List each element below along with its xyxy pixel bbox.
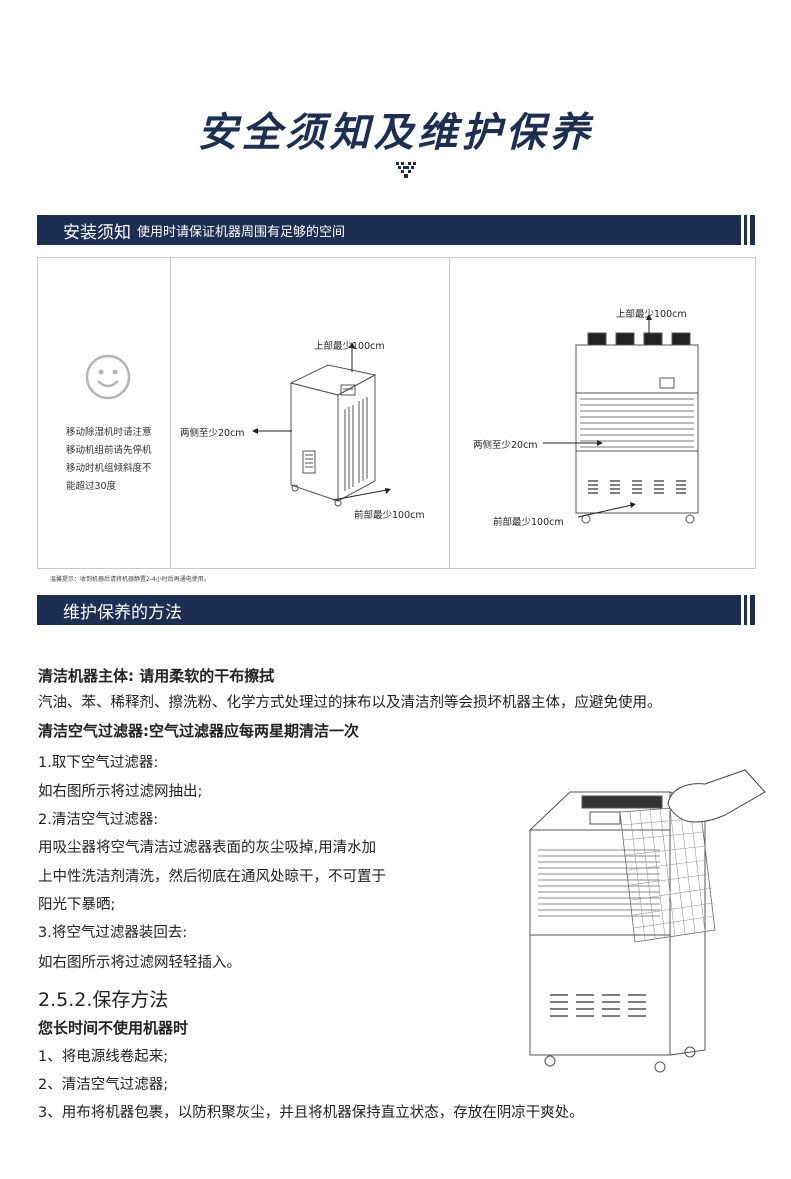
step-1-desc: 如右图所示将过滤网抽出;: [38, 784, 203, 800]
arrow-up-icon: [646, 314, 652, 336]
industrial-dehumidifier-illustration: [575, 332, 699, 524]
step-2-desc-line-2: 上中性洗洁剂清洗，然后彻底在通风处晾干，不可置于: [38, 869, 386, 885]
down-chevron-mark-icon: [396, 162, 416, 178]
step-1-title: 1.取下空气过滤器:: [38, 755, 159, 771]
step-3-title: 3.将空气过滤器装回去:: [38, 925, 188, 941]
clean-body-warning: 汽油、苯、稀释剂、擦洗粉、化学方式处理过的抹布以及清洁剂等会损坏机器主体，应避免…: [38, 695, 662, 711]
arrow-up-icon: [349, 342, 355, 372]
storage-heading: 2.5.2.保存方法: [38, 989, 169, 1011]
install-section-header: 安装须知 使用时请保证机器周围有足够的空间: [37, 215, 755, 245]
move-note-line-4: 能超过30度: [66, 481, 117, 492]
clean-filter-heading: 清洁空气过滤器:空气过滤器应每两星期清洁一次: [38, 722, 360, 740]
storage-step-1: 1、将电源线卷起来;: [38, 1049, 169, 1065]
install-section-title: 安装须知: [63, 222, 131, 243]
maintenance-section-header: 维护保养的方法: [37, 595, 755, 625]
bar-stripes: [739, 215, 755, 245]
move-note-line-2: 移动机组前请先停机: [66, 445, 152, 456]
move-note-line-3: 移动时机组倾斜度不: [66, 463, 152, 474]
tip-note: 温馨提示：收到机器后请将机器静置2-4小时后再通电使用。: [50, 576, 210, 583]
right-side-clearance-label: 两侧至少20cm: [473, 440, 538, 451]
move-note-line-1: 移动除湿机时请注意: [66, 427, 152, 438]
arrow-left-icon: [252, 428, 292, 434]
left-side-clearance-label: 两侧至少20cm: [180, 428, 245, 439]
left-front-clearance-label: 前部最少100cm: [354, 510, 425, 521]
left-top-clearance-label: 上部最少100cm: [314, 341, 385, 352]
right-front-clearance-label: 前部最少100cm: [493, 517, 564, 528]
step-2-title: 2.清洁空气过滤器:: [38, 812, 159, 828]
storage-step-2: 2、清洁空气过滤器;: [38, 1077, 169, 1093]
smiley-icon: [85, 354, 131, 400]
storage-subheading: 您长时间不使用机器时: [38, 1019, 189, 1037]
arrow-right-icon: [543, 440, 603, 446]
arrow-down-right-icon: [332, 488, 391, 501]
step-2-desc-line-1: 用吸尘器将空气清洁过滤器表面的灰尘吸掉,用清水加: [38, 840, 377, 856]
arrow-down-right-icon: [577, 502, 636, 518]
install-diagram-panel: 移动除湿机时请注意 移动机组前请先停机 移动时机组倾斜度不 能超过30度 上部最…: [37, 257, 756, 569]
bar-stripes: [739, 595, 755, 625]
filter-removal-illustration: [528, 769, 766, 1073]
step-3-desc: 如右图所示将过滤网轻轻插入。: [38, 955, 241, 971]
panel-divider: [449, 258, 450, 568]
panel-divider: [170, 258, 171, 568]
clean-body-heading: 清洁机器主体: 请用柔软的干布擦拭: [38, 667, 275, 685]
dehumidifier-illustration: [289, 364, 377, 507]
right-top-clearance-label: 上部最少100cm: [616, 309, 687, 320]
maintenance-section-title: 维护保养的方法: [63, 602, 182, 623]
install-section-subtitle: 使用时请保证机器周围有足够的空间: [137, 224, 346, 240]
storage-step-3: 3、用布将机器包裹，以防积聚灰尘，并且将机器保持直立状态，存放在阴凉干爽处。: [38, 1105, 584, 1121]
step-2-desc-line-3: 阳光下暴晒;: [38, 897, 116, 913]
page-title: 安全须知及维护保养: [197, 110, 594, 156]
